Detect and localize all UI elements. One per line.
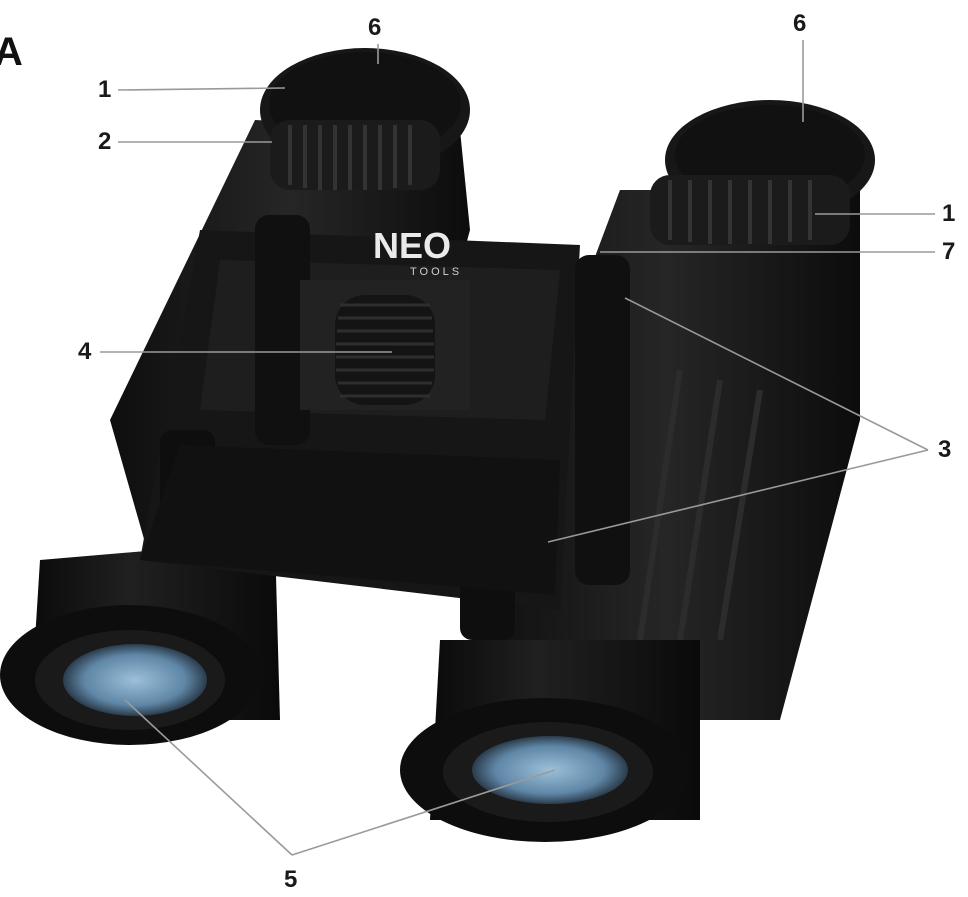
brand-logo-subtext: TOOLS <box>410 266 462 278</box>
left-diopter-ring <box>270 120 440 190</box>
central-focus-wheel <box>335 295 435 405</box>
right-objective-lens <box>472 736 628 804</box>
callout-3-right: 3 <box>938 436 952 463</box>
right-focus-ring <box>650 175 850 245</box>
center-bridge <box>140 215 630 640</box>
right-hinge-pin <box>575 255 630 585</box>
callout-2-left: 2 <box>98 128 112 155</box>
leader-lines <box>100 40 935 856</box>
leader-1-left <box>117 87 286 91</box>
callout-5-bottom: 5 <box>284 866 298 893</box>
leader-3a-right <box>624 297 929 451</box>
brand-logo-text: NEO <box>373 225 451 266</box>
right-grip-grooves <box>637 369 763 641</box>
leader-5a-bottom <box>124 699 293 856</box>
figure-letter: A <box>0 30 23 74</box>
callout-1-left: 1 <box>98 76 112 103</box>
callout-6-left: 6 <box>368 14 382 41</box>
callout-7-right: 7 <box>942 238 956 265</box>
callout-6-right: 6 <box>793 10 807 37</box>
brand-logo: NEO TOOLS <box>373 225 462 278</box>
leader-3b-right <box>547 449 929 543</box>
left-objective-lens <box>63 644 207 716</box>
right-barrel <box>400 100 875 842</box>
callout-1-right: 1 <box>942 200 956 227</box>
leader-5b-bottom <box>291 769 556 856</box>
left-hinge-pin <box>255 215 310 445</box>
callout-4-left: 4 <box>78 338 92 365</box>
